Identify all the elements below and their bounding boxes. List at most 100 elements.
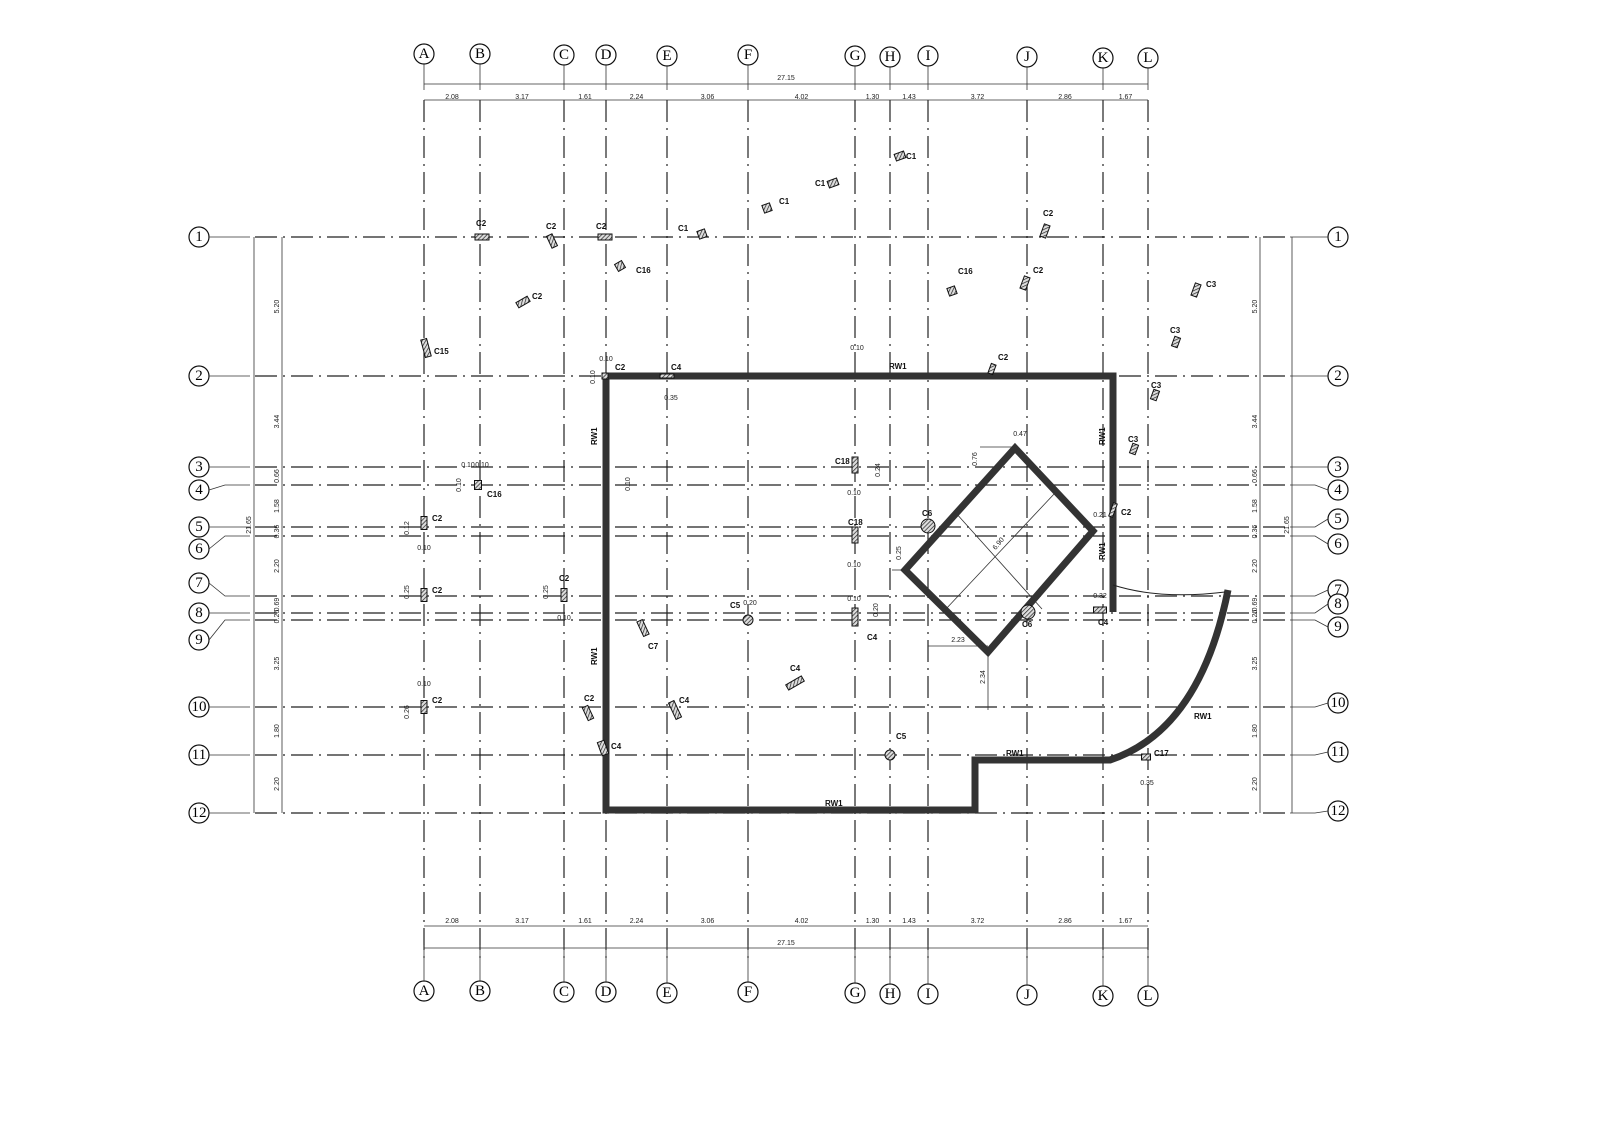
bubble-leader — [1290, 619, 1329, 628]
column-c17 — [1141, 753, 1151, 761]
core-diagonal — [954, 511, 1043, 610]
grid-label-right: 3 — [1334, 459, 1342, 475]
column-label: C4 — [1098, 618, 1109, 627]
column-spacing: 1.43 — [902, 918, 916, 925]
row-spacing: 3.44 — [274, 415, 281, 429]
row-spacing: 0.69 — [274, 598, 281, 612]
grid-label-bottom: H — [885, 986, 896, 1002]
overall-height: 21.65 — [1284, 516, 1291, 534]
dimension-annotation: 0.10 — [847, 562, 861, 569]
grid-label-right: 11 — [1331, 744, 1345, 760]
dimension-annotation: 2.23 — [951, 637, 965, 644]
column-label: C3 — [1206, 280, 1217, 289]
column-spacing: 2.08 — [445, 94, 459, 101]
column-label: C2 — [1043, 209, 1054, 218]
dimension-annotation: 2.34 — [980, 670, 987, 684]
column-label: C2 — [584, 694, 595, 703]
column-spacing: 1.61 — [578, 94, 592, 101]
column-c7 — [636, 618, 650, 638]
bubble-leader — [208, 535, 250, 550]
row-spacing: 3.44 — [1252, 415, 1259, 429]
column-spacing: 2.24 — [630, 94, 644, 101]
grid-label-right: 6 — [1334, 536, 1342, 552]
column-c18 — [851, 456, 859, 474]
row-spacing: 3.25 — [1252, 657, 1259, 671]
overall-width: 27.15 — [777, 940, 795, 947]
dimension-annotation: 0.10 — [847, 596, 861, 603]
column-label: C2 — [615, 363, 626, 372]
grid-label-right: 7 — [1334, 582, 1342, 598]
column-c4 — [667, 699, 683, 721]
dimension-annotation: 0.24 — [875, 463, 882, 477]
grid-label-top: A — [419, 46, 430, 62]
column-label: C2 — [1121, 508, 1132, 517]
dimension-annotation: 0.35 — [1140, 780, 1154, 787]
column-spacing: 3.06 — [701, 918, 715, 925]
column-label: C4 — [611, 742, 622, 751]
bubble-leader — [208, 484, 250, 491]
grid-label-top: J — [1024, 49, 1030, 65]
column-spacing: 3.06 — [701, 94, 715, 101]
column-label: C16 — [487, 490, 502, 499]
grid-label-left: 2 — [195, 368, 203, 384]
grid-label-left: 9 — [195, 632, 203, 648]
column-c4 — [1093, 606, 1107, 614]
column-c4 — [851, 607, 859, 627]
column-c4 — [596, 739, 610, 757]
column-c3 — [1190, 282, 1202, 298]
column-label: C6 — [922, 509, 933, 518]
row-spacing: 0.36 — [1252, 525, 1259, 539]
column-spacing: 1.67 — [1119, 94, 1133, 101]
column-label: C3 — [1170, 326, 1181, 335]
dimension-annotation: 0.10 — [847, 490, 861, 497]
column-spacing: 1.30 — [866, 94, 880, 101]
column-spacing: 4.02 — [795, 94, 809, 101]
column-spacing: 3.72 — [971, 918, 985, 925]
column-label: C3 — [1151, 381, 1162, 390]
column-c1 — [893, 150, 907, 162]
row-spacing: 5.20 — [274, 300, 281, 314]
grid-label-bottom: E — [662, 985, 671, 1001]
wall-label: RW1 — [1194, 712, 1212, 721]
column-label: C2 — [432, 514, 443, 523]
column-spacing: 2.24 — [630, 918, 644, 925]
grid-label-left: 11 — [192, 747, 206, 763]
column-label: C2 — [532, 292, 543, 301]
column-label: C18 — [835, 457, 850, 466]
grid-label-top: C — [559, 47, 569, 63]
dimension-annotation: 0.10 — [456, 478, 463, 492]
dimension-annotation: 0.35 — [664, 395, 678, 402]
grid-label-top: E — [662, 48, 671, 64]
column-label: C2 — [432, 696, 443, 705]
column-c2 — [581, 704, 595, 722]
column-spacing: 1.30 — [866, 918, 880, 925]
dimension-annotation: 0.10 — [461, 462, 475, 469]
column-c1 — [761, 202, 773, 214]
column-label: C2 — [546, 222, 557, 231]
grid-label-right: 5 — [1334, 511, 1342, 527]
column-spacing: 2.08 — [445, 918, 459, 925]
retaining-wall — [602, 372, 1232, 814]
dimension-annotation: 6.90 — [992, 536, 1006, 551]
row-spacing: 1.58 — [1252, 499, 1259, 513]
round-column-c5 — [884, 749, 896, 761]
round-column-c5 — [742, 614, 754, 626]
column-label: C2 — [998, 353, 1009, 362]
bubble-leader — [1290, 751, 1329, 756]
column-spacing: 1.43 — [902, 94, 916, 101]
column-label: C2 — [476, 219, 487, 228]
grid-label-left: 5 — [195, 519, 203, 535]
grid-label-bottom: J — [1024, 987, 1030, 1003]
column-spacing: 1.61 — [578, 918, 592, 925]
grid-label-right: 10 — [1331, 695, 1346, 711]
row-spacing: 0.36 — [274, 525, 281, 539]
dimension-annotation: 0.10 — [625, 477, 632, 491]
row-spacing: 3.25 — [274, 657, 281, 671]
bubble-leader — [208, 582, 250, 597]
column-c1 — [696, 228, 708, 240]
column-label: C7 — [648, 642, 659, 651]
column-label: C1 — [678, 224, 689, 233]
grid-label-right: 12 — [1331, 803, 1346, 819]
column-c3 — [1149, 388, 1161, 402]
